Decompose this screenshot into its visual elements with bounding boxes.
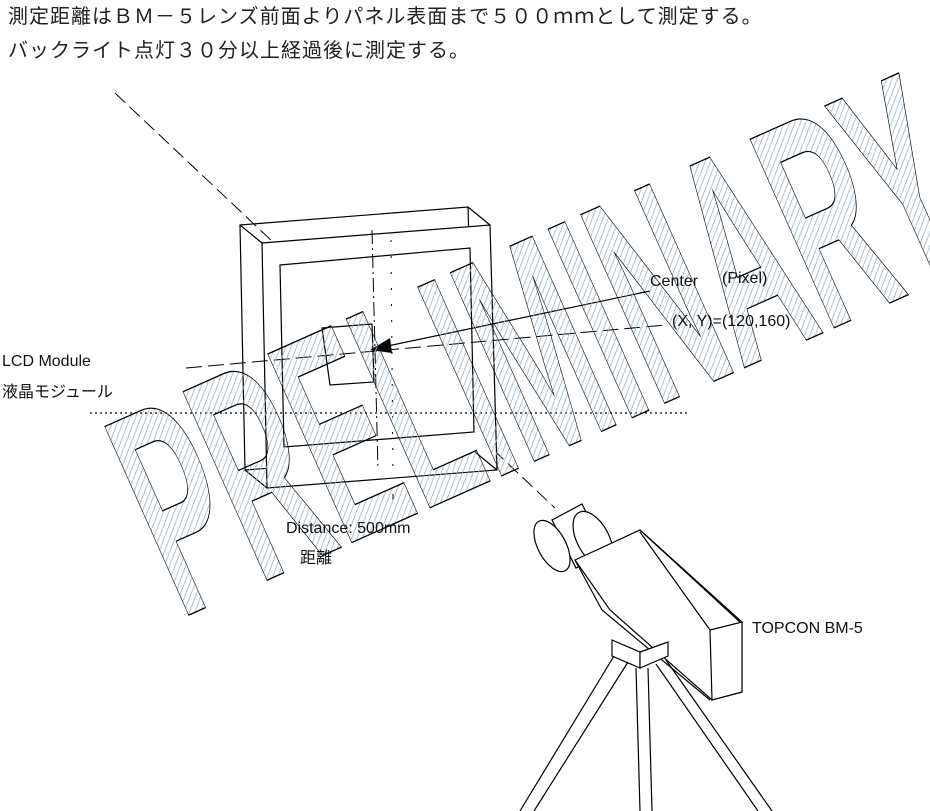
center-coordinates-label: (X, Y)=(120,160)	[672, 313, 791, 330]
preliminary-watermark: PRELIMINARY	[70, 12, 930, 677]
distance-label-jp: 距離	[300, 548, 333, 567]
tripod	[519, 655, 773, 811]
center-label: Center	[650, 273, 699, 290]
lcd-module-label-jp: 液晶モジュール	[2, 382, 113, 401]
instrument-label: TOPCON BM-5	[752, 620, 863, 637]
pixel-label: (Pixel)	[722, 270, 768, 287]
center-arrowhead	[370, 338, 392, 353]
measurement-note-distance: 測定距離はＢＭ－５レンズ前面よりパネル表面まで５００ｍｍとして測定する。	[8, 4, 763, 28]
luminance-meter-camera	[533, 503, 743, 701]
distance-label: Distance: 500mm	[286, 520, 411, 537]
lcd-module-box	[239, 206, 498, 489]
center-pointer-line	[377, 290, 651, 349]
lcd-module-label: LCD Module	[2, 353, 91, 370]
measurement-note-backlight: バックライト点灯３０分以上経過後に測定する。	[8, 38, 470, 62]
